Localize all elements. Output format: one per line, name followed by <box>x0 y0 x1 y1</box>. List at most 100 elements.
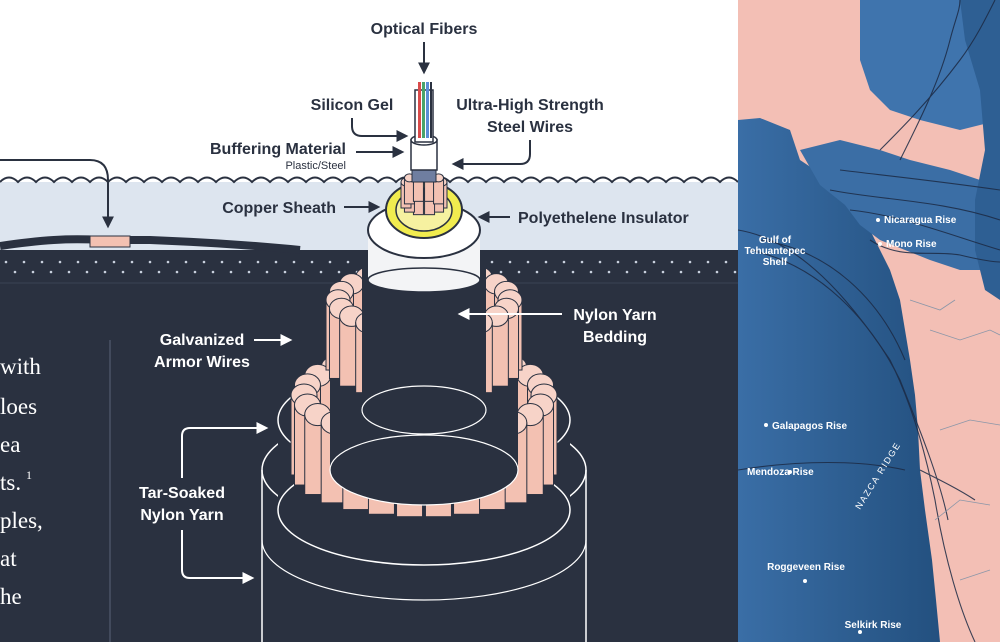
map-dots <box>764 218 882 634</box>
seabed-dot <box>508 260 512 264</box>
seabed-dot <box>94 260 98 264</box>
seabed-dot <box>4 260 8 264</box>
label-galvanized-2: Armor Wires <box>154 354 250 371</box>
seabed-dot <box>607 270 611 274</box>
seabed-dot <box>274 260 278 264</box>
copper-sheath <box>385 181 463 239</box>
label-tar-2: Nylon Yarn <box>140 507 223 524</box>
seabed-dot <box>202 260 206 264</box>
seabed-dot <box>616 260 620 264</box>
seabed-dot <box>229 270 233 274</box>
map-caribbean <box>800 140 1000 270</box>
seabed-dot <box>589 270 593 274</box>
seabed-dot <box>346 260 350 264</box>
seabed-dot <box>148 260 152 264</box>
seabed-dot <box>319 270 323 274</box>
seabed-dot <box>562 260 566 264</box>
seabed-dot <box>643 270 647 274</box>
arrow-steel-wires <box>451 140 531 170</box>
seabed-dot <box>112 260 116 264</box>
seabed-dot <box>301 270 305 274</box>
seabed-dot <box>175 270 179 274</box>
map-label-selkirk: Selkirk Rise <box>845 620 902 631</box>
map-panel: Nicaragua Rise Mono Rise Gulf of Tehuant… <box>738 0 1000 642</box>
seabed-dot <box>670 260 674 264</box>
seabed-dot <box>256 260 260 264</box>
body-text-line: he <box>0 584 22 609</box>
seabed-dot <box>76 260 80 264</box>
seabed-dot <box>724 260 728 264</box>
seabed-dot <box>283 270 287 274</box>
seabed-dot <box>58 260 62 264</box>
map-label-roggeveen: Roggeveen Rise <box>767 562 845 573</box>
seabed-dot <box>526 260 530 264</box>
steel-wire-bundle <box>400 167 448 216</box>
body-text-line: at <box>0 546 17 571</box>
label-copper: Copper Sheath <box>222 200 336 217</box>
seabed-dot <box>220 260 224 264</box>
label-steel-wires-1: Ultra-High Strength <box>456 97 604 114</box>
seabed-dot <box>715 270 719 274</box>
seabed-dot <box>103 270 107 274</box>
seabed-dot <box>166 260 170 264</box>
cable-callout-arrow <box>0 159 114 229</box>
map-label-gulf-3: Shelf <box>763 257 788 268</box>
label-nylon-bedding-2: Bedding <box>583 329 647 346</box>
label-nylon-bedding-1: Nylon Yarn <box>573 307 656 324</box>
seabed-dot <box>139 270 143 274</box>
bracket-tar-top <box>181 422 269 478</box>
map-cable-routes <box>738 0 1000 642</box>
seabed-dot <box>67 270 71 274</box>
seabed-dot <box>661 270 665 274</box>
sky-background <box>0 0 738 182</box>
map-label-mendoza: Mendoza Rise <box>747 467 814 478</box>
seabed-dot <box>490 260 494 264</box>
seabed-dot <box>85 270 89 274</box>
seabed-dot <box>157 270 161 274</box>
seabed-dot <box>49 270 53 274</box>
seabed-dot <box>544 260 548 264</box>
seabed-dot <box>292 260 296 264</box>
map-label-gulf-2: Tehuantepec <box>745 246 806 257</box>
arrow-silicon-gel <box>351 118 409 142</box>
body-text-line: ts. <box>0 470 22 495</box>
seabed-dot <box>625 270 629 274</box>
body-text-line: with <box>0 354 41 379</box>
seabed-dot <box>706 260 710 264</box>
map-label-mono: Mono Rise <box>886 239 937 250</box>
cable-marker <box>89 235 131 248</box>
seabed-dot <box>733 270 737 274</box>
label-silicon-gel: Silicon Gel <box>311 97 394 114</box>
seabed-dot <box>337 270 341 274</box>
seabed-dot <box>31 270 35 274</box>
seabed-dot <box>13 270 17 274</box>
seabed-dot <box>130 260 134 264</box>
label-galvanized-1: Galvanized <box>160 332 244 349</box>
label-polyethelene: Polyethelene Insulator <box>518 210 689 227</box>
map-label-galapagos: Galapagos Rise <box>772 421 847 432</box>
seabed-dot <box>193 270 197 274</box>
body-text-line: ea <box>0 432 21 457</box>
body-text-line: ples, <box>0 508 43 533</box>
label-buffering-sub: Plastic/Steel <box>285 160 346 172</box>
seabed-dot <box>598 260 602 264</box>
seabed-dot <box>571 270 575 274</box>
wave-line <box>0 176 739 184</box>
map-label-gulf-1: Gulf of <box>759 235 792 246</box>
label-buffering: Buffering Material <box>210 141 346 158</box>
seabed-dot <box>688 260 692 264</box>
optical-fibers <box>418 82 432 138</box>
seabed-dot <box>211 270 215 274</box>
seabed-dot <box>580 260 584 264</box>
seabed-dot <box>553 270 557 274</box>
body-text-line: loes <box>0 394 38 419</box>
seabed-dot <box>184 260 188 264</box>
seabed-dot <box>238 260 242 264</box>
seabed-dot <box>121 270 125 274</box>
map-label-nicaragua: Nicaragua Rise <box>884 215 957 226</box>
map-atlantic <box>960 0 1000 300</box>
bracket-tar-bottom <box>181 530 255 584</box>
seabed-dot <box>328 260 332 264</box>
footnote-marker: 1 <box>26 468 32 482</box>
